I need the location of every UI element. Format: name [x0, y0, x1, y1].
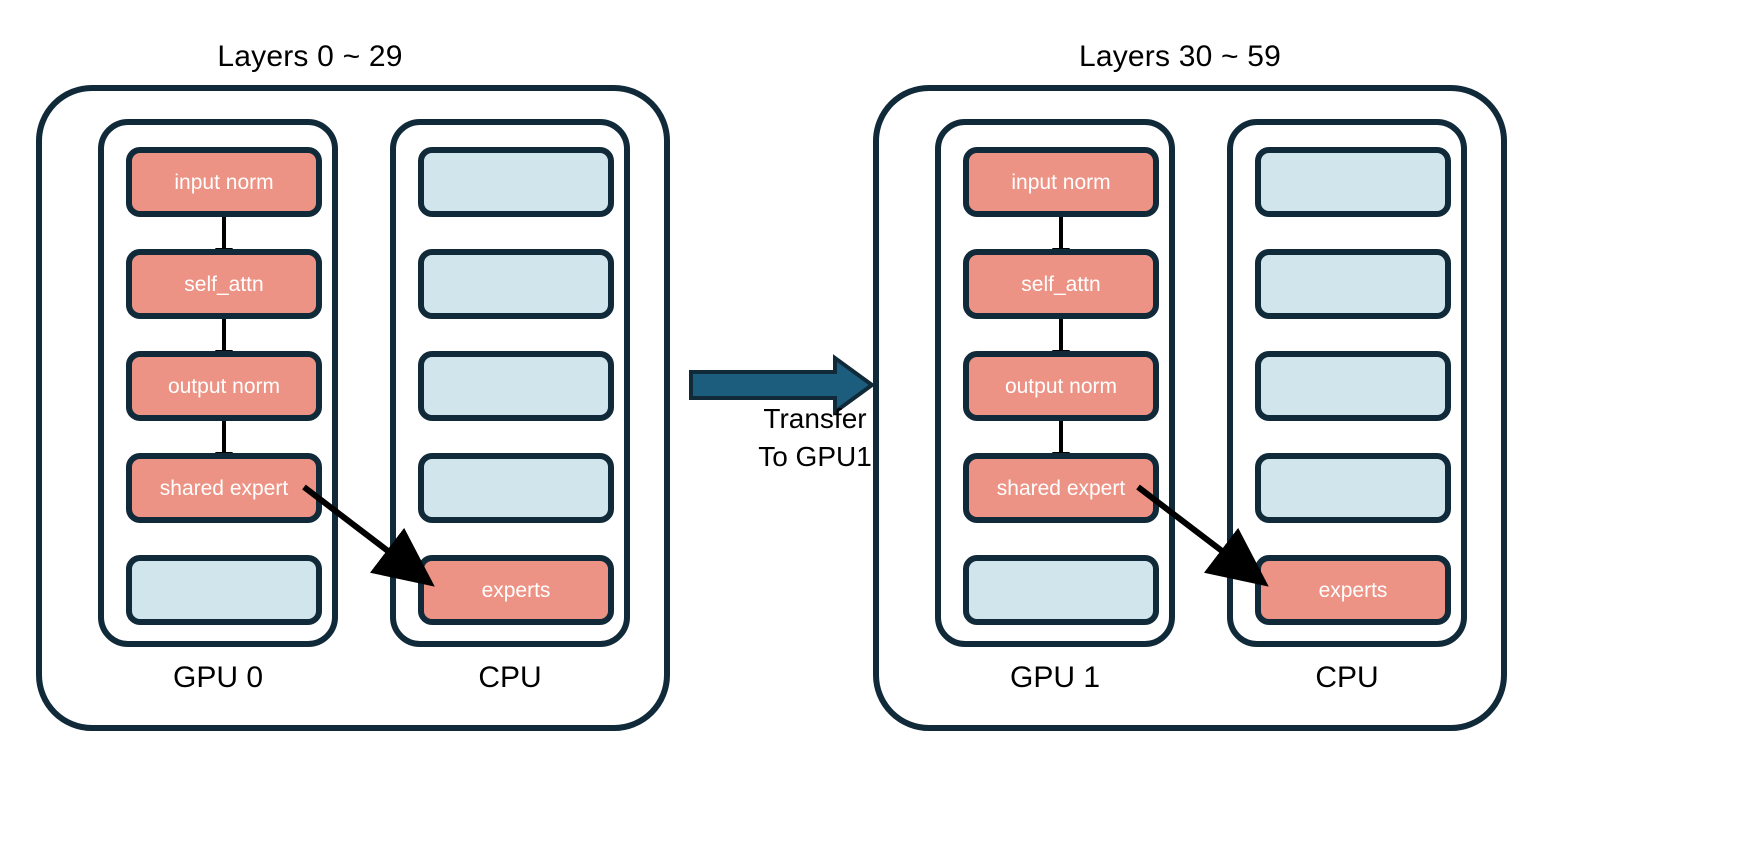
flow-arrow-icon [215, 217, 233, 262]
transfer-caption-line2: To GPU1 [758, 440, 872, 472]
gpu-lane-right: input norm self_attn output norm shared … [935, 119, 1175, 647]
block-experts[interactable]: experts [1255, 555, 1451, 625]
block-experts[interactable]: experts [418, 555, 614, 625]
block-self-attn[interactable]: self_attn [963, 249, 1159, 319]
transfer-caption: Transfer To GPU1 [700, 400, 930, 476]
block-placeholder[interactable] [963, 555, 1159, 625]
gpu-lane-label-left: GPU 0 [172, 661, 264, 694]
device-card-left: input norm self_attn output norm shared … [36, 85, 670, 731]
flow-arrow-icon [215, 421, 233, 466]
transfer-caption-line1: Transfer [763, 403, 867, 434]
flow-arrow-icon [1052, 421, 1070, 466]
gpu-lane-left: input norm self_attn output norm shared … [98, 119, 338, 647]
block-input-norm[interactable]: input norm [126, 147, 322, 217]
block-output-norm[interactable]: output norm [126, 351, 322, 421]
block-placeholder[interactable] [418, 147, 614, 217]
flow-arrow-icon [1052, 217, 1070, 262]
cpu-lane-right: experts [1227, 119, 1467, 647]
gpu-lane-label-right: GPU 1 [1009, 661, 1101, 694]
block-shared-expert[interactable]: shared expert [963, 453, 1159, 523]
block-placeholder[interactable] [1255, 351, 1451, 421]
block-placeholder[interactable] [1255, 249, 1451, 319]
block-placeholder[interactable] [1255, 453, 1451, 523]
group-title-right: Layers 30 ~ 59 [1078, 40, 1282, 73]
block-self-attn[interactable]: self_attn [126, 249, 322, 319]
block-placeholder[interactable] [126, 555, 322, 625]
block-placeholder[interactable] [418, 351, 614, 421]
flow-arrow-icon [215, 319, 233, 364]
cpu-lane-left: experts [390, 119, 630, 647]
block-placeholder[interactable] [1255, 147, 1451, 217]
block-output-norm[interactable]: output norm [963, 351, 1159, 421]
group-title-left: Layers 0 ~ 29 [217, 40, 403, 73]
block-placeholder[interactable] [418, 453, 614, 523]
flow-arrow-icon [1052, 319, 1070, 364]
block-placeholder[interactable] [418, 249, 614, 319]
cpu-lane-label-left: CPU [478, 661, 542, 694]
block-shared-expert[interactable]: shared expert [126, 453, 322, 523]
device-card-right: input norm self_attn output norm shared … [873, 85, 1507, 731]
cpu-lane-label-right: CPU [1315, 661, 1379, 694]
block-input-norm[interactable]: input norm [963, 147, 1159, 217]
